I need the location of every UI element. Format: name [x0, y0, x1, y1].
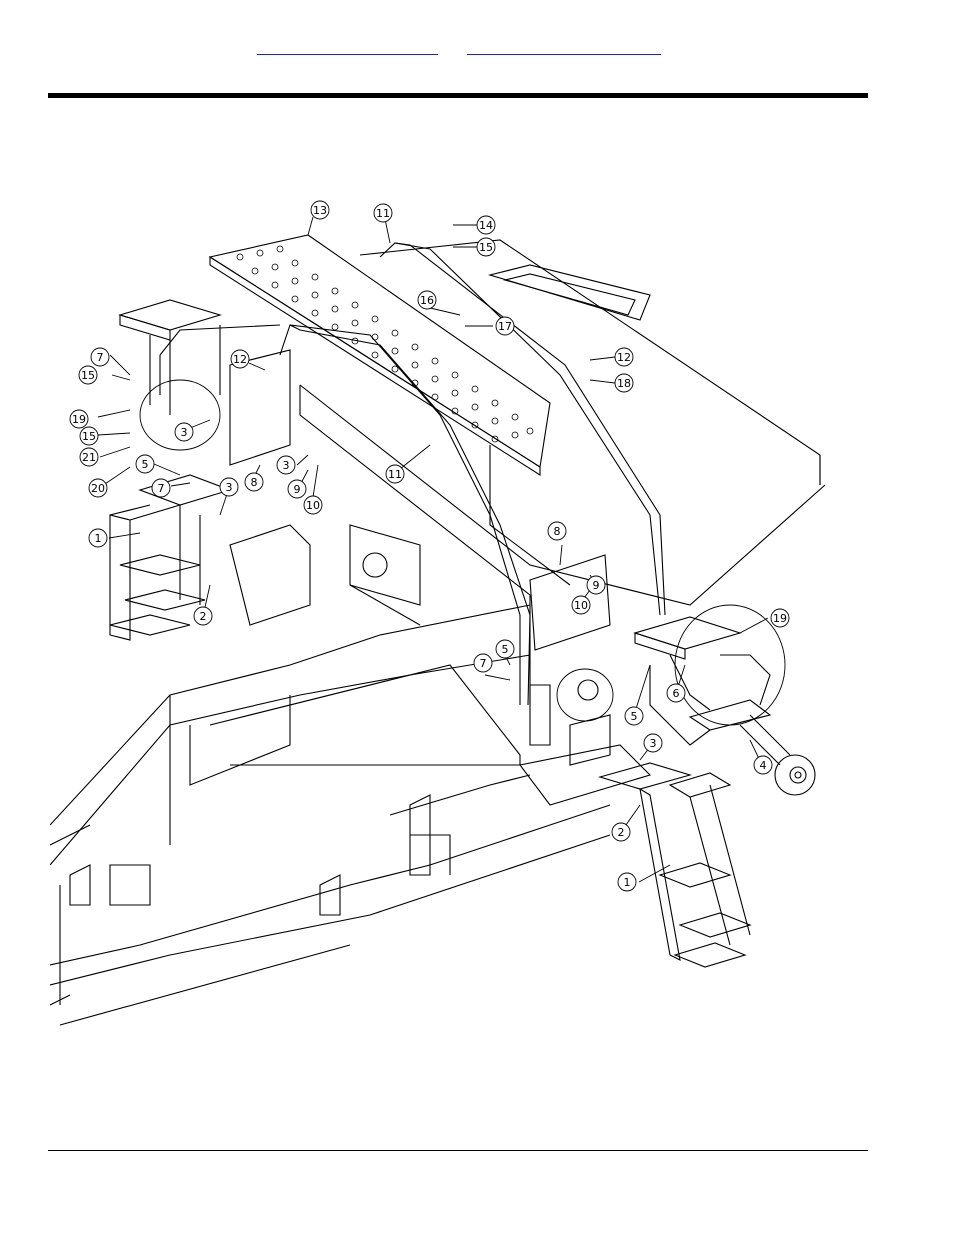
callout-1-right: 1 — [618, 873, 636, 891]
svg-text:9: 9 — [593, 579, 600, 592]
handrail-left — [280, 325, 520, 705]
callout-12-right: 12 — [615, 348, 633, 366]
callout-19-right: 19 — [771, 609, 789, 627]
callout-9-left: 9 — [288, 480, 306, 498]
svg-text:3: 3 — [181, 426, 188, 439]
callout-7-left: 7 — [152, 479, 170, 497]
callout-3-right: 3 — [644, 734, 662, 752]
callout-16: 16 — [418, 291, 436, 309]
svg-text:2: 2 — [200, 610, 207, 623]
callout-21: 21 — [80, 448, 98, 466]
header-link-right[interactable] — [467, 36, 661, 55]
frame-drawbar — [50, 805, 610, 965]
callout-3-upper-left: 3 — [175, 423, 193, 441]
callout-8-left: 8 — [245, 473, 263, 491]
svg-text:1: 1 — [624, 876, 631, 889]
svg-text:20: 20 — [91, 482, 105, 495]
svg-text:11: 11 — [376, 207, 390, 220]
callout-8-right: 8 — [548, 522, 566, 540]
callout-7-mid: 7 — [474, 654, 492, 672]
bottom-rule — [48, 1150, 868, 1151]
svg-text:21: 21 — [82, 451, 96, 464]
drawing-lines — [50, 235, 825, 1025]
callout-11-top: 11 — [374, 204, 392, 222]
callout-14: 14 — [477, 216, 495, 234]
svg-text:7: 7 — [97, 351, 104, 364]
callout-19-left: 19 — [70, 410, 88, 428]
callout-3-mid: 3 — [277, 456, 295, 474]
callout-11-mid: 11 — [386, 465, 404, 483]
callout-10-left: 10 — [304, 496, 322, 514]
svg-text:5: 5 — [502, 643, 509, 656]
step-upper-right — [635, 617, 740, 649]
svg-text:12: 12 — [617, 351, 631, 364]
svg-text:11: 11 — [388, 468, 402, 481]
callout-10-right: 10 — [572, 596, 590, 614]
step-upper-left — [120, 300, 220, 330]
walkway-holes — [237, 246, 533, 442]
callout-1-left: 1 — [89, 529, 107, 547]
callout-7-upper: 7 — [91, 348, 109, 366]
svg-text:3: 3 — [226, 481, 233, 494]
svg-text:5: 5 — [631, 710, 638, 723]
callout-15-upper: 15 — [79, 366, 97, 384]
walkway-plate — [210, 235, 550, 467]
callout-13: 13 — [311, 201, 329, 219]
callout-20: 20 — [89, 479, 107, 497]
svg-text:3: 3 — [650, 737, 657, 750]
header-link-left[interactable] — [257, 36, 438, 55]
svg-text:14: 14 — [479, 219, 493, 232]
svg-text:9: 9 — [294, 483, 301, 496]
svg-text:17: 17 — [498, 320, 512, 333]
svg-text:7: 7 — [480, 657, 487, 670]
svg-text:12: 12 — [233, 353, 247, 366]
svg-text:3: 3 — [283, 459, 290, 472]
callout-2-right: 2 — [612, 823, 630, 841]
top-rule — [48, 93, 868, 98]
svg-text:15: 15 — [479, 241, 493, 254]
callout-2-left: 2 — [194, 607, 212, 625]
header-links — [0, 36, 954, 58]
callout-12-left: 12 — [231, 350, 249, 368]
svg-text:19: 19 — [773, 612, 787, 625]
svg-text:16: 16 — [420, 294, 434, 307]
svg-text:1: 1 — [95, 532, 102, 545]
svg-text:15: 15 — [81, 369, 95, 382]
svg-text:4: 4 — [760, 759, 767, 772]
callout-labels: 13 11 14 15 16 17 12 18 12 7 15 19 15 21… — [70, 201, 789, 891]
svg-text:10: 10 — [574, 599, 588, 612]
mount-plate-right — [530, 555, 610, 650]
svg-text:19: 19 — [72, 413, 86, 426]
callout-9-right: 9 — [587, 576, 605, 594]
svg-text:8: 8 — [251, 476, 258, 489]
callout-5-right: 5 — [625, 707, 643, 725]
callout-3-left: 3 — [220, 478, 238, 496]
callout-15-lower: 15 — [80, 427, 98, 445]
svg-text:18: 18 — [617, 377, 631, 390]
parts-diagram: 13 11 14 15 16 17 12 18 12 7 15 19 15 21… — [50, 185, 840, 1030]
svg-text:13: 13 — [313, 204, 327, 217]
svg-text:10: 10 — [306, 499, 320, 512]
callout-15-top: 15 — [477, 238, 495, 256]
svg-text:8: 8 — [554, 525, 561, 538]
tank-top-edge — [360, 240, 820, 485]
callout-5-mid: 5 — [496, 640, 514, 658]
svg-text:2: 2 — [618, 826, 625, 839]
svg-text:5: 5 — [142, 458, 149, 471]
svg-text:15: 15 — [82, 430, 96, 443]
leader-lines — [98, 217, 768, 882]
callout-4: 4 — [754, 756, 772, 774]
callout-18: 18 — [615, 374, 633, 392]
svg-text:6: 6 — [673, 687, 680, 700]
callout-5-left: 5 — [136, 455, 154, 473]
callout-17: 17 — [496, 317, 514, 335]
svg-text:7: 7 — [158, 482, 165, 495]
callout-6: 6 — [667, 684, 685, 702]
